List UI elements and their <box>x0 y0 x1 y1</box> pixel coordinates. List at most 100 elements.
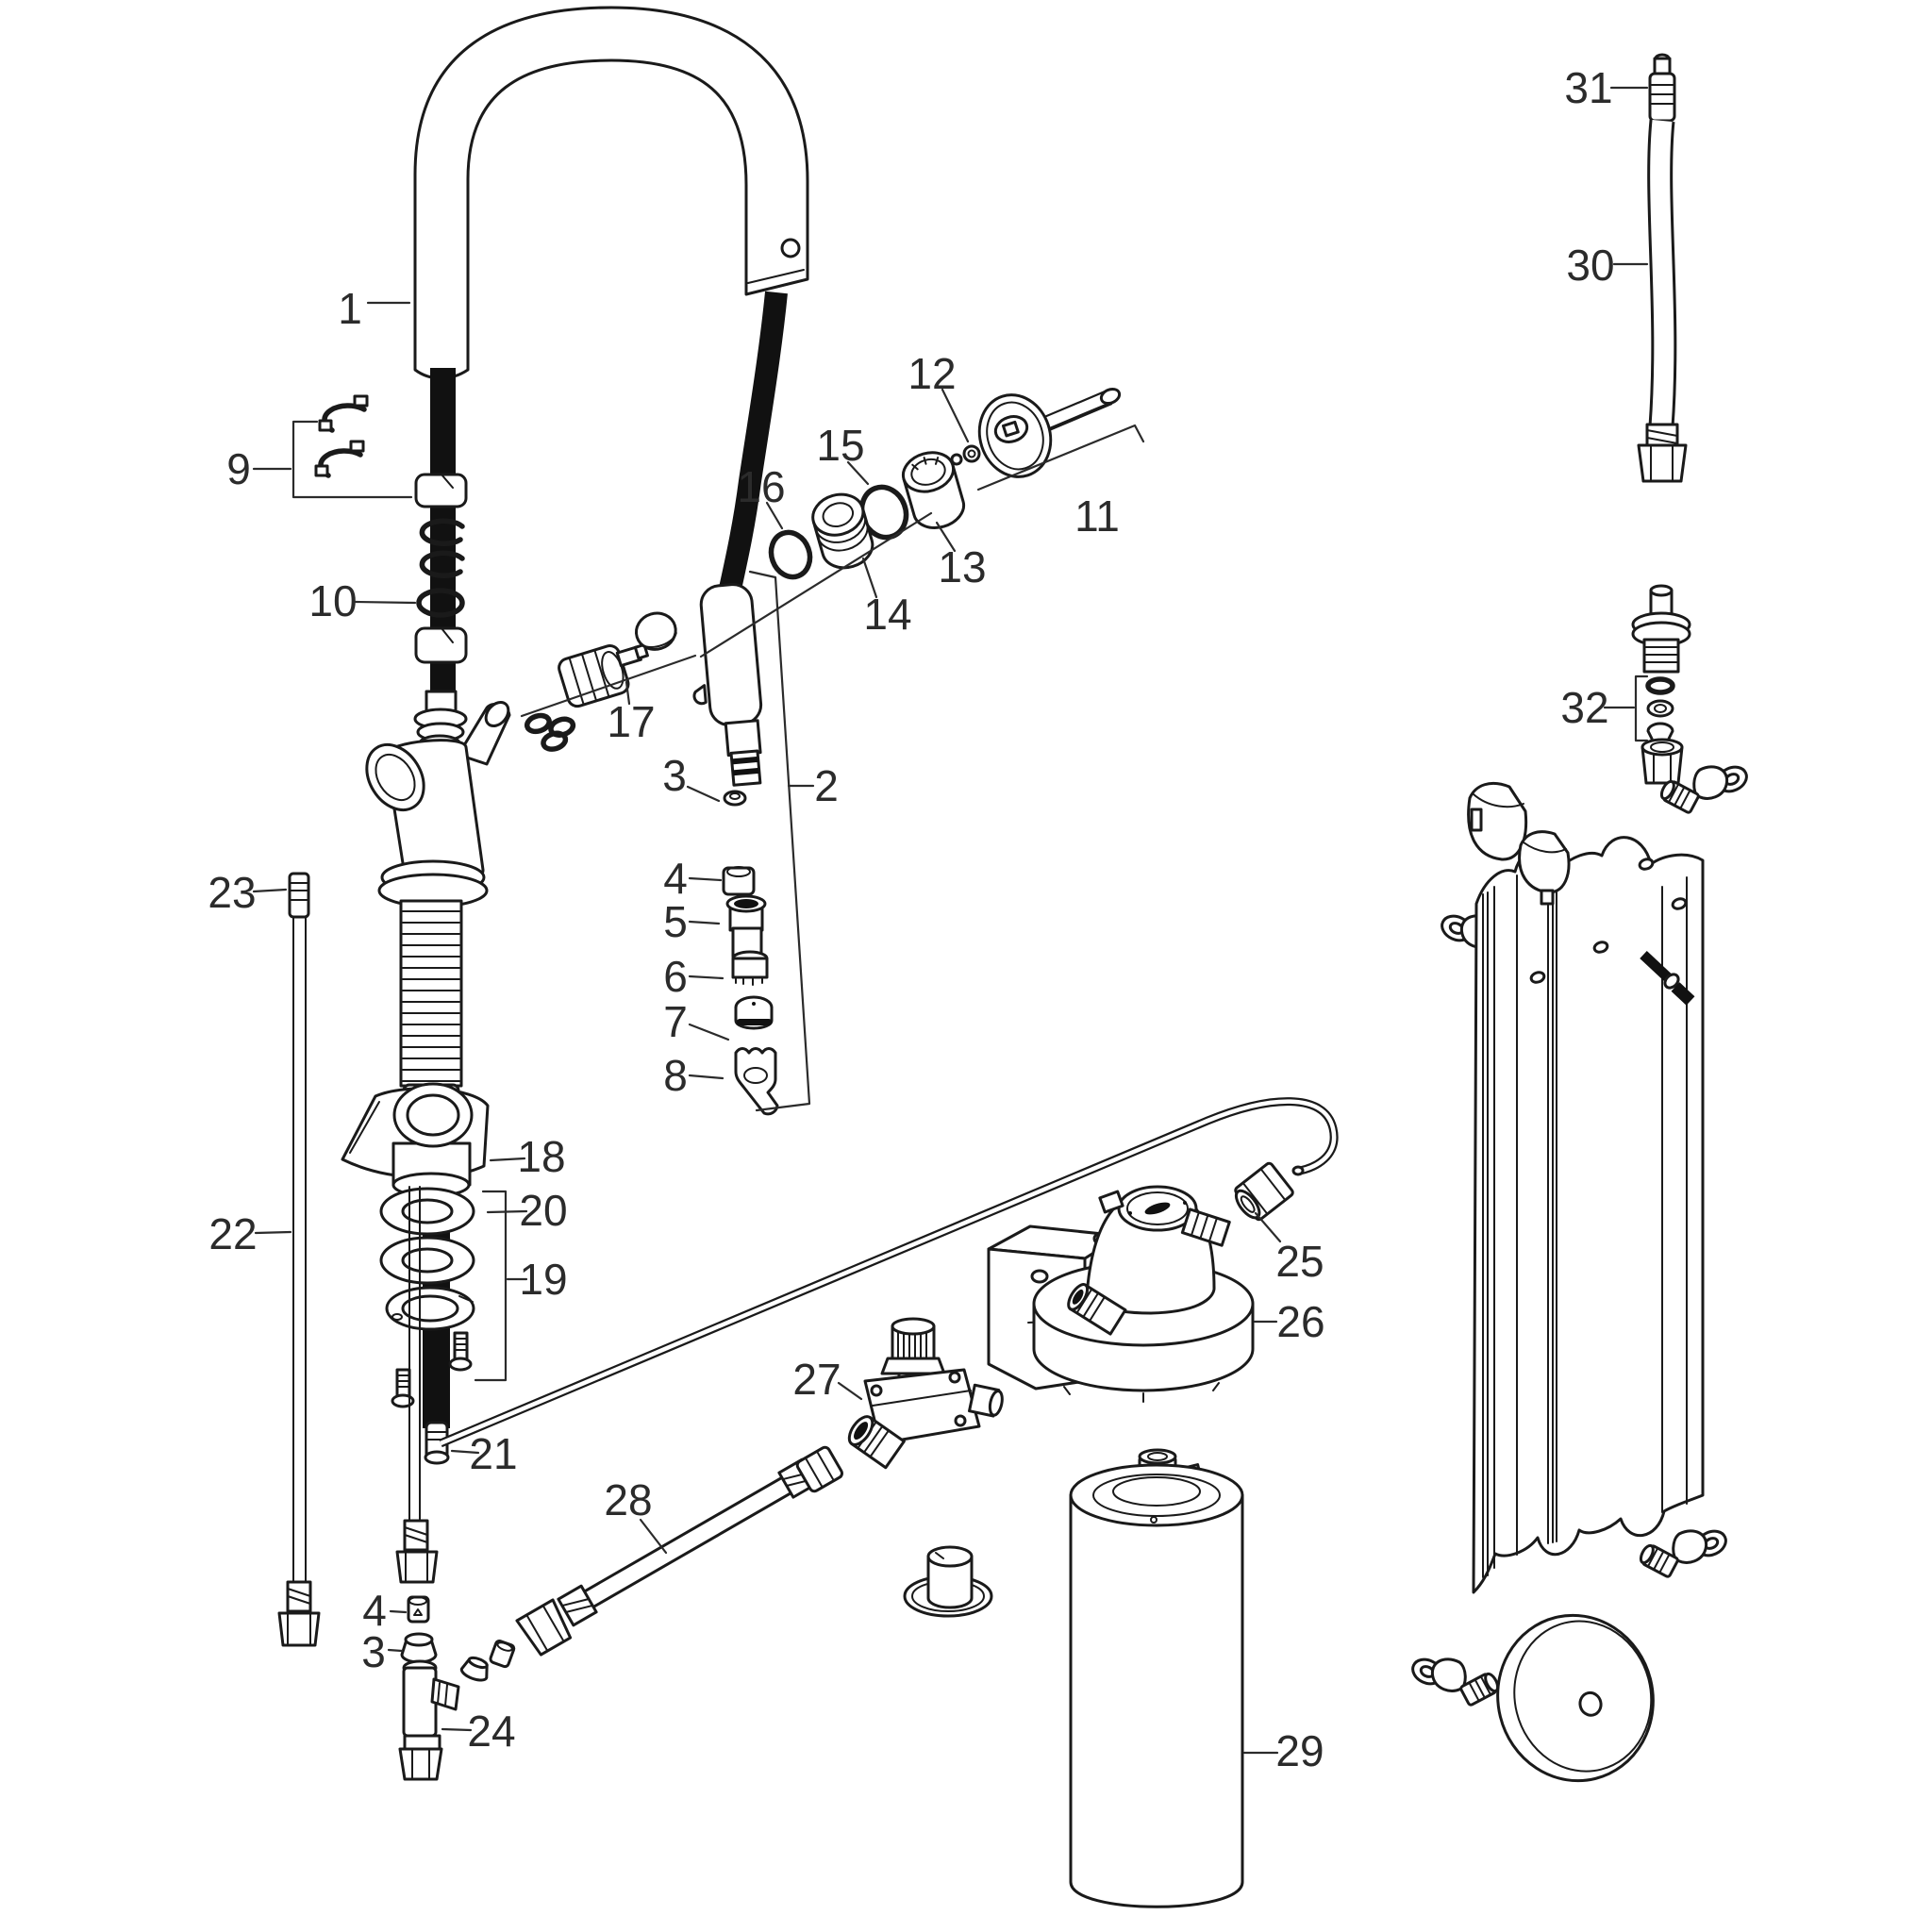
base-washers <box>379 1187 475 1408</box>
part-label-5: 5 <box>663 897 688 946</box>
part-label-18: 18 <box>517 1132 565 1181</box>
angle-valve <box>398 1659 460 1781</box>
label-leader-8 <box>688 1074 724 1080</box>
part-label-7: 7 <box>663 997 688 1046</box>
screw <box>391 1368 415 1408</box>
part-label-11: 11 <box>1074 491 1120 541</box>
o-ring <box>768 529 813 580</box>
label-leader-7 <box>688 1023 730 1041</box>
hose-guide-stack <box>414 473 468 664</box>
pressure-reducer <box>847 1317 1004 1470</box>
cone-seal <box>400 1632 438 1664</box>
part-label-25: 25 <box>1275 1237 1324 1286</box>
label-bracket-14 <box>699 511 933 658</box>
label-leader-10 <box>354 600 417 605</box>
part-label-15: 15 <box>816 421 864 470</box>
part-label-22: 22 <box>208 1209 257 1258</box>
part-label-30: 30 <box>1566 241 1614 290</box>
part-label-29: 29 <box>1275 1726 1324 1775</box>
label-leader-16 <box>765 501 784 530</box>
screw <box>448 1331 473 1372</box>
spray-head <box>692 583 763 787</box>
part-label-4: 4 <box>362 1586 387 1635</box>
part-label-1: 1 <box>338 284 362 333</box>
part-label-14: 14 <box>863 590 911 639</box>
part-label-3: 3 <box>662 751 687 800</box>
label-leader-17 <box>625 680 631 706</box>
filter-hose-line <box>439 1097 1339 1448</box>
cartridge <box>524 611 677 752</box>
label-bracket-19 <box>474 1190 508 1382</box>
label-leader-5 <box>688 920 721 925</box>
label-leader-20 <box>486 1209 528 1214</box>
label-leader-14 <box>861 557 878 599</box>
part-label-17: 17 <box>607 697 655 746</box>
part-label-19: 19 <box>519 1255 567 1304</box>
part-label-21: 21 <box>469 1429 517 1478</box>
part-label-26: 26 <box>1276 1297 1324 1346</box>
label-leader-25 <box>1254 1211 1282 1243</box>
part-label-6: 6 <box>663 952 688 1001</box>
part-label-3: 3 <box>361 1627 386 1676</box>
label-leader-3 <box>686 785 721 803</box>
part-label-8: 8 <box>663 1051 688 1100</box>
filter-head <box>987 1185 1255 1403</box>
coupling-nut <box>1641 738 1684 785</box>
label-leader-15 <box>846 460 870 486</box>
part-label-2: 2 <box>814 761 839 810</box>
filter-supply-hose <box>515 1445 843 1657</box>
part-label-13: 13 <box>938 542 986 591</box>
label-bracket-17 <box>520 654 697 718</box>
part-label-16: 16 <box>737 462 785 511</box>
mounting-rail <box>1472 836 1705 1594</box>
faucet-body <box>365 690 511 908</box>
cover-disc <box>1496 1613 1655 1783</box>
label-leader-22 <box>254 1230 292 1235</box>
part-label-4: 4 <box>663 854 688 903</box>
supply-pipe-left <box>277 872 321 1647</box>
escutcheon <box>341 1082 490 1198</box>
label-leader-13 <box>935 521 957 553</box>
part-label-12: 12 <box>908 349 956 398</box>
label-bracket-9 <box>291 420 413 499</box>
fixing-pin <box>1640 950 1695 1006</box>
spray-hose <box>719 291 788 591</box>
check-valve-insert <box>407 1595 430 1624</box>
part-label-27: 27 <box>792 1355 841 1404</box>
label-leader-4 <box>389 1609 408 1614</box>
retaining-clips <box>314 394 369 478</box>
part-label-32: 32 <box>1560 683 1608 732</box>
part-labels: 1234567891011121314151617181920212223242… <box>208 63 1649 1775</box>
part-label-24: 24 <box>467 1707 515 1756</box>
filter-cartridge <box>1069 1448 1244 1908</box>
part-label-28: 28 <box>604 1475 652 1524</box>
label-leader-4 <box>688 876 723 882</box>
compression-nut <box>1234 1161 1294 1222</box>
part-label-23: 23 <box>208 868 256 917</box>
part-label-31: 31 <box>1564 63 1612 112</box>
label-leader-24 <box>441 1727 473 1732</box>
label-leader-12 <box>941 388 970 443</box>
filter-head-hose <box>1637 53 1688 483</box>
label-leader-6 <box>688 974 724 980</box>
check-valve-insert <box>489 1639 516 1669</box>
label-leader-28 <box>639 1518 668 1555</box>
supply-tube-right <box>395 1186 439 1584</box>
handle-assembly <box>768 387 1122 580</box>
cone-seal <box>459 1656 489 1682</box>
label-bracket-32 <box>1634 675 1649 742</box>
tank-connector <box>1631 584 1691 674</box>
part-label-20: 20 <box>519 1186 567 1235</box>
threaded-adapter <box>811 492 874 570</box>
splined-sleeve <box>901 451 966 529</box>
part-label-9: 9 <box>226 444 251 493</box>
label-leader-27 <box>837 1381 863 1401</box>
swivel-connector <box>1636 1524 1732 1579</box>
cartridge-adapter-ring <box>903 1545 993 1618</box>
seal-set <box>1645 676 1675 745</box>
label-leader-3 <box>387 1648 404 1653</box>
part-label-10: 10 <box>308 576 357 625</box>
threaded-shank <box>399 899 463 1108</box>
